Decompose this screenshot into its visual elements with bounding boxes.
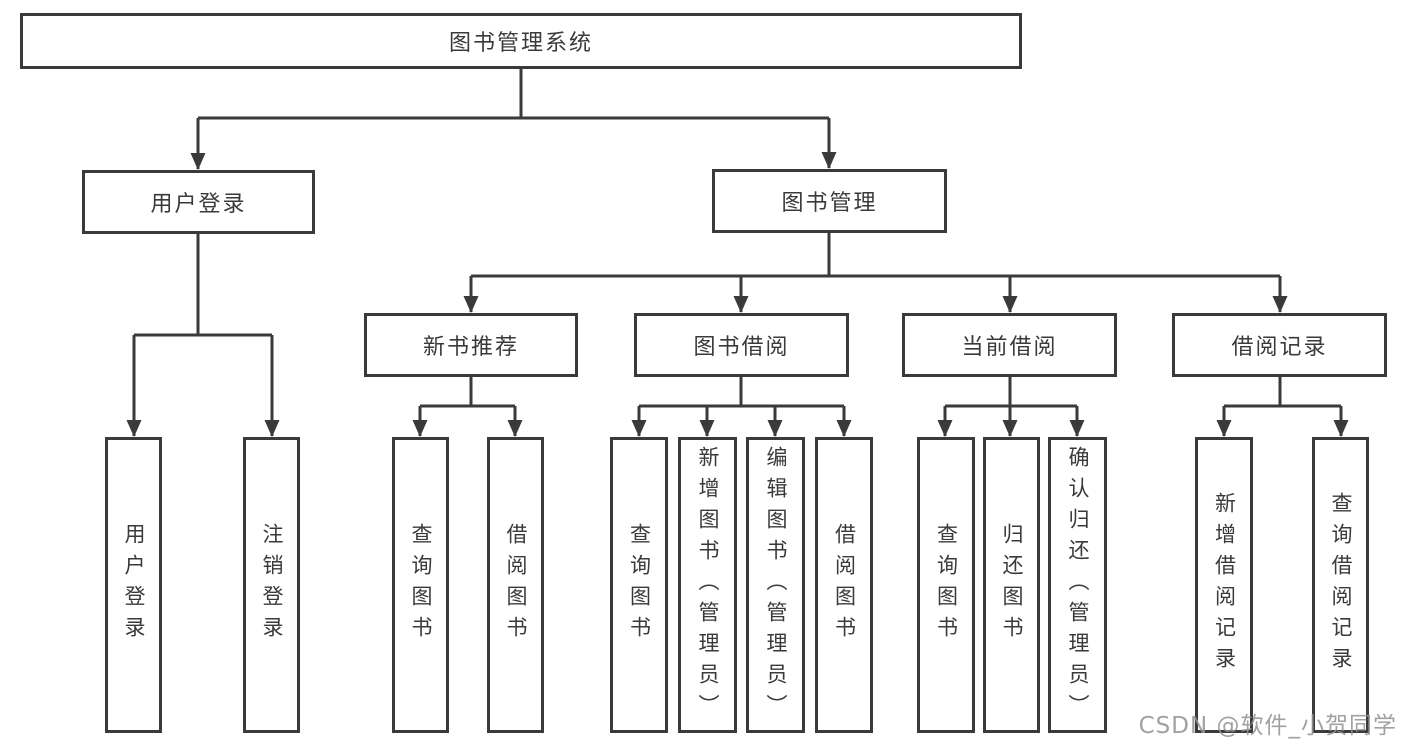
leaf-borrowing-edit-book-admin: 编辑图书（管理员）	[746, 437, 805, 733]
leaf-borrowing-borrow-books: 借阅图书	[815, 437, 873, 733]
leaf-user-login: 用户登录	[105, 437, 162, 733]
node-user-login: 用户登录	[82, 170, 315, 234]
leaf-current-query-books: 查询图书	[917, 437, 975, 733]
node-library-management-system: 图书管理系统	[20, 13, 1022, 69]
leaf-current-return-book: 归还图书	[983, 437, 1040, 733]
node-book-borrowing: 图书借阅	[634, 313, 849, 377]
node-book-management: 图书管理	[712, 169, 947, 233]
node-new-book-recommendation: 新书推荐	[364, 313, 578, 377]
leaf-recommend-query-books: 查询图书	[392, 437, 449, 733]
leaf-borrowing-query-books: 查询图书	[610, 437, 668, 733]
leaf-current-confirm-return-admin: 确认归还（管理员）	[1048, 437, 1107, 733]
leaf-borrowing-add-book-admin: 新增图书（管理员）	[678, 437, 737, 733]
leaf-records-add-borrow-record: 新增借阅记录	[1195, 437, 1253, 733]
connector-paths	[132, 68, 1343, 436]
watermark: CSDN @软件_小贺同学	[1138, 713, 1397, 739]
leaf-logout: 注销登录	[243, 437, 300, 733]
node-current-borrowing: 当前借阅	[902, 313, 1117, 377]
leaf-recommend-borrow-books: 借阅图书	[487, 437, 544, 733]
leaf-records-query-borrow-record: 查询借阅记录	[1312, 437, 1369, 733]
node-borrowing-records: 借阅记录	[1172, 313, 1387, 377]
